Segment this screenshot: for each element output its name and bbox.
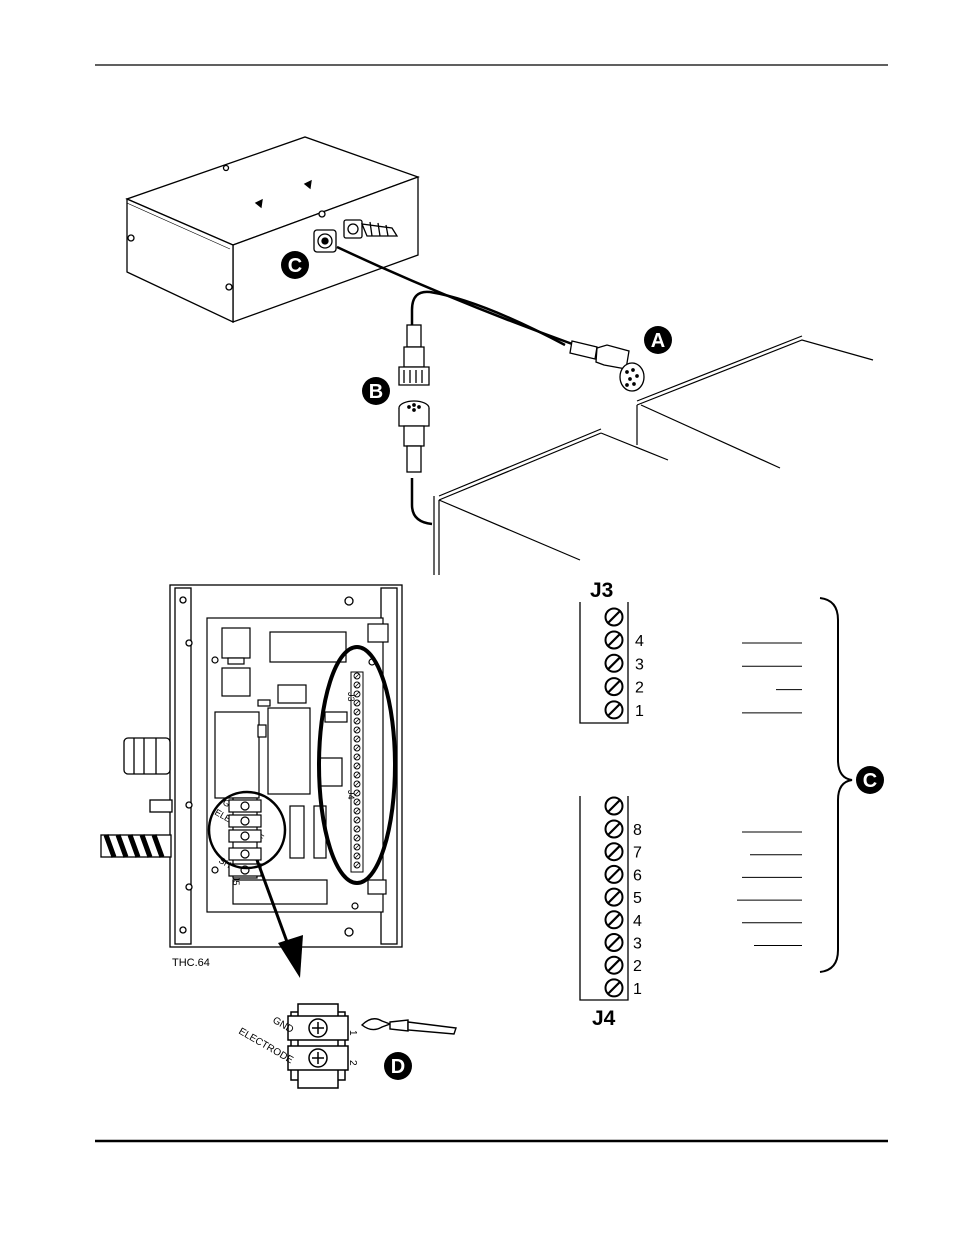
j4-screw bbox=[604, 842, 624, 862]
pcb-terminal-screw bbox=[353, 789, 361, 797]
j3-title: J3 bbox=[590, 579, 613, 602]
callout-c-right: C bbox=[856, 766, 884, 794]
pcb-terminal-screw bbox=[353, 744, 361, 752]
box-cable-gland bbox=[313, 219, 399, 253]
pcb-terminal-screw bbox=[353, 762, 361, 770]
j4-screw bbox=[604, 933, 624, 952]
detail-pin-1: 1 bbox=[347, 1030, 358, 1036]
detail-pin-2: 2 bbox=[347, 1060, 358, 1066]
j3-pin-label: 2 bbox=[635, 680, 644, 697]
pcb-terminal-screw bbox=[353, 690, 361, 698]
j3-pin-label: 4 bbox=[635, 633, 644, 650]
pcb-label-j5: J5 bbox=[231, 876, 241, 886]
callout-c-top: C bbox=[281, 251, 309, 279]
cable-b-lower bbox=[410, 478, 433, 526]
j4-title: J4 bbox=[592, 1007, 616, 1030]
j4-frame bbox=[579, 796, 629, 1001]
j4-pin-label: 3 bbox=[633, 936, 642, 953]
pcb-terminal-screw bbox=[353, 843, 361, 851]
pcb-j5-block bbox=[228, 797, 262, 879]
detail-arrow-head bbox=[278, 935, 303, 978]
j4-pin-label: 6 bbox=[633, 867, 642, 884]
pcb-terminal-screw bbox=[353, 861, 361, 869]
callout-d: D bbox=[384, 1052, 412, 1080]
pcb-terminal-screw bbox=[353, 708, 361, 716]
j4-screw bbox=[604, 887, 624, 907]
detail-terminal-block bbox=[287, 1003, 349, 1089]
j4-screw bbox=[604, 955, 624, 975]
right-brace bbox=[819, 597, 853, 973]
j3-frame bbox=[579, 602, 629, 724]
j4-pin-label: 8 bbox=[633, 822, 642, 839]
pcb-terminal-screw bbox=[353, 807, 361, 815]
j4-pin-label: 7 bbox=[633, 845, 642, 862]
pcb-terminal-screw bbox=[353, 780, 361, 788]
pcb-terminal-screw bbox=[353, 753, 361, 761]
connector-a bbox=[569, 340, 645, 392]
callout-b-label: B bbox=[369, 381, 383, 403]
figure-code: THC.64 bbox=[172, 957, 210, 969]
j4-screw bbox=[604, 978, 624, 998]
callout-a: A bbox=[644, 326, 672, 354]
detail-arrow-line bbox=[255, 859, 292, 951]
pcb-terminal-screw bbox=[353, 726, 361, 734]
j3-pin-label: 1 bbox=[635, 703, 644, 720]
j4-pin-list: 8 7 6 5 4 3 2 1 bbox=[604, 796, 802, 998]
connector-b-upper bbox=[398, 324, 430, 386]
callout-c-right-label: C bbox=[863, 770, 877, 792]
pcb-terminal-strip bbox=[350, 671, 364, 873]
cable-b-upper bbox=[410, 290, 566, 347]
pcb-terminal-screw bbox=[353, 672, 361, 680]
connector-b-lower bbox=[398, 400, 430, 473]
callout-b: B bbox=[362, 377, 390, 405]
callout-a-label: A bbox=[651, 330, 665, 352]
callout-d-label: D bbox=[391, 1056, 405, 1078]
pcb-terminal-screw bbox=[353, 735, 361, 743]
callout-c-top-label: C bbox=[288, 255, 302, 277]
highlight-ellipse-j3-j4 bbox=[317, 645, 397, 885]
j3-screw bbox=[604, 700, 624, 720]
j3-pin-label: 3 bbox=[635, 656, 644, 673]
pcb-terminal-screw bbox=[353, 816, 361, 824]
pcb-label-j4: J4 bbox=[346, 790, 356, 800]
ring-terminal bbox=[360, 1018, 457, 1035]
j3-screw bbox=[604, 677, 624, 697]
j4-screw bbox=[604, 819, 624, 839]
j4-pin-label: 1 bbox=[633, 981, 642, 998]
machine-housing bbox=[433, 335, 874, 575]
pcb-terminal-screw bbox=[353, 834, 361, 842]
j4-screw bbox=[604, 910, 624, 930]
highlight-circle-j5 bbox=[207, 790, 287, 870]
pcb-terminal-screw bbox=[353, 771, 361, 779]
j4-pin-label: 5 bbox=[633, 890, 642, 907]
side-cable-gland bbox=[100, 737, 173, 858]
pcb-terminal-screw bbox=[353, 699, 361, 707]
pcb-terminal-screw bbox=[353, 825, 361, 833]
pcb-terminal-screw bbox=[353, 852, 361, 860]
pcb-terminal-screw bbox=[353, 717, 361, 725]
pcb-terminal-screw bbox=[353, 798, 361, 806]
j4-screw-top bbox=[604, 796, 624, 816]
j3-screw-top bbox=[604, 607, 624, 627]
j3-pin-list: 4 3 2 1 bbox=[604, 607, 802, 720]
j4-screw bbox=[604, 864, 624, 884]
j3-screw bbox=[604, 630, 624, 650]
j4-pin-label: 2 bbox=[633, 958, 642, 975]
j3-screw bbox=[604, 653, 624, 673]
pcb-label-j3: J3 bbox=[346, 692, 356, 702]
j4-pin-label: 4 bbox=[633, 913, 642, 930]
pcb-terminal-screw bbox=[353, 681, 361, 689]
